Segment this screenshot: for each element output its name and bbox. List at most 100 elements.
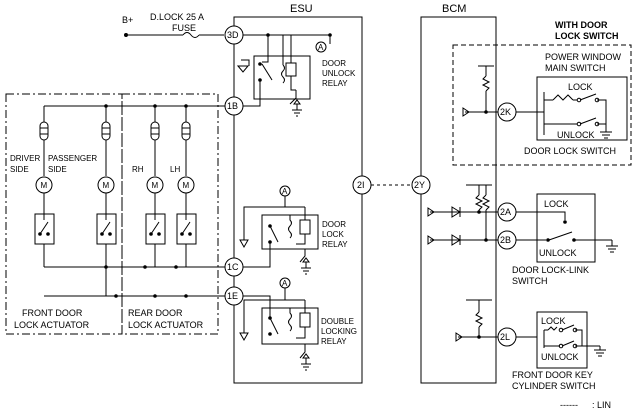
- esu-title: ESU: [290, 3, 313, 15]
- svg-text:1B: 1B: [227, 101, 238, 111]
- bcm-unit: BCM: [420, 3, 497, 384]
- svg-text:RH: RH: [132, 165, 144, 174]
- node-a-marker: A: [279, 277, 291, 289]
- fuse-label: FUSE: [172, 23, 196, 33]
- svg-text:DOOR LOCK-LINK: DOOR LOCK-LINK: [512, 265, 589, 275]
- svg-text:2A: 2A: [500, 207, 511, 217]
- door-lock-switch-box: [536, 76, 628, 141]
- door-lock-link-switch-box: [536, 193, 596, 263]
- svg-text:LOCKING: LOCKING: [321, 327, 357, 336]
- ground-symbol: [301, 358, 311, 371]
- double-locking-relay: A DOUBLE LOCKING RELAY: [239, 277, 357, 371]
- ptc-element: [181, 121, 191, 141]
- passenger-side-actuator: M: [96, 106, 117, 296]
- svg-text:1E: 1E: [227, 291, 238, 301]
- svg-text:UNLOCK: UNLOCK: [557, 130, 595, 140]
- svg-text:WITH DOOR: WITH DOOR: [555, 20, 608, 30]
- door-lock-link-switch: LOCK UNLOCK DOOR LOCK-LINK SWITCH: [427, 184, 618, 286]
- svg-text:DOUBLE: DOUBLE: [321, 317, 354, 326]
- ground-symbol: [301, 262, 311, 275]
- front-door-lock-actuator-label: FRONT DOOR: [22, 308, 83, 318]
- svg-text:1C: 1C: [227, 262, 239, 272]
- svg-text:SWITCH: SWITCH: [512, 276, 548, 286]
- fuse-symbol: [182, 32, 200, 38]
- rh-rear-actuator: M: [145, 106, 166, 267]
- front-door-key-cylinder-switch: LOCK UNLOCK FRONT DOOR KEY CYLINDER SWIT…: [455, 299, 606, 391]
- svg-text:LOCK: LOCK: [541, 316, 566, 326]
- node-a-marker: A: [279, 185, 291, 197]
- legend-lin-label: : LIN: [592, 400, 611, 410]
- esu-terminal-3d: 3D: [224, 25, 244, 45]
- actuator-labels: DRIVER SIDE PASSENGER SIDE RH LH FRONT D…: [10, 154, 204, 330]
- svg-text:SIDE: SIDE: [10, 165, 29, 174]
- svg-text:A: A: [318, 43, 324, 52]
- svg-text:LH: LH: [170, 165, 180, 174]
- svg-text:M: M: [103, 181, 110, 190]
- door-lock-switch-label: DOOR LOCK SWITCH: [524, 146, 616, 156]
- legend-lin-line: ------: [560, 400, 578, 410]
- svg-text:M: M: [183, 181, 190, 190]
- driver-side-actuator: M: [34, 106, 55, 267]
- motor-icon: M: [97, 176, 115, 194]
- door-unlock-relay-label-1: DOOR: [322, 59, 346, 68]
- motor-icon: M: [35, 176, 53, 194]
- rear-door-lock-actuator-label: REAR DOOR: [128, 308, 183, 318]
- svg-text:LOCK ACTUATOR: LOCK ACTUATOR: [128, 320, 204, 330]
- svg-text:2I: 2I: [357, 180, 365, 190]
- bcm-terminal-2l: 2L: [497, 327, 517, 347]
- svg-text:LOCK: LOCK: [544, 199, 569, 209]
- power-window-main-switch-label: POWER WINDOW: [545, 52, 621, 62]
- svg-text:CYLINDER SWITCH: CYLINDER SWITCH: [512, 381, 596, 391]
- svg-text:LOCK: LOCK: [322, 230, 344, 239]
- svg-text:3D: 3D: [227, 30, 239, 40]
- svg-text:2B: 2B: [500, 235, 511, 245]
- svg-text:LOCK: LOCK: [568, 82, 593, 92]
- svg-text:SIDE: SIDE: [48, 165, 67, 174]
- key-cylinder-switch-box: [536, 311, 588, 369]
- svg-text:PASSENGER: PASSENGER: [48, 154, 97, 163]
- bcm-terminal-2k: 2K: [497, 102, 517, 122]
- ground-symbol: [292, 109, 302, 117]
- esu-box: [233, 16, 363, 384]
- esu-terminal-2i: 2I: [352, 175, 372, 195]
- bcm-terminal-2b: 2B: [497, 230, 517, 250]
- svg-text:DRIVER: DRIVER: [10, 154, 40, 163]
- door-unlock-relay-label-2: UNLOCK: [322, 69, 356, 78]
- svg-text:M: M: [152, 181, 159, 190]
- lock-resistor: [552, 94, 574, 101]
- power-supply: B+ D.LOCK 25 A FUSE: [122, 12, 224, 38]
- ptc-element: [39, 121, 49, 141]
- actuator-group: [5, 93, 225, 335]
- ptc-element: [150, 121, 160, 141]
- svg-text:UNLOCK: UNLOCK: [539, 248, 577, 258]
- relay-contact: [261, 63, 273, 81]
- door-unlock-relay-box: [253, 55, 311, 100]
- with-door-lock-switch-box: [452, 44, 632, 166]
- motor-icon: M: [177, 176, 195, 194]
- svg-text:A: A: [282, 187, 288, 196]
- svg-text:DOOR: DOOR: [322, 220, 346, 229]
- relay-diode: [236, 65, 250, 73]
- esu-unit: ESU: [233, 3, 363, 384]
- esu-terminal-1e: 1E: [224, 286, 244, 306]
- ptc-element: [101, 121, 111, 141]
- node-a-marker: A: [315, 41, 327, 53]
- bcm-box: [420, 16, 497, 384]
- fuse-rating-label: D.LOCK 25 A: [150, 12, 204, 22]
- svg-text:UNLOCK: UNLOCK: [541, 352, 579, 362]
- esu-terminal-1c: 1C: [224, 257, 244, 277]
- svg-text:2L: 2L: [500, 332, 510, 342]
- door-lock-relay: A DOOR LOCK RELAY: [239, 185, 348, 275]
- bcm-terminal-2a: 2A: [497, 202, 517, 222]
- svg-text:LOCK ACTUATOR: LOCK ACTUATOR: [14, 320, 90, 330]
- bcm-title: BCM: [442, 3, 466, 15]
- esu-terminal-1b: 1B: [224, 96, 244, 116]
- svg-text:2K: 2K: [500, 107, 511, 117]
- with-door-lock-switch-group: WITH DOOR LOCK SWITCH POWER WINDOW MAIN …: [452, 20, 632, 166]
- svg-text:LOCK SWITCH: LOCK SWITCH: [555, 31, 619, 41]
- motor-icon: M: [146, 176, 164, 194]
- door-unlock-relay: A DOOR UNLOCK RELAY: [236, 33, 356, 117]
- svg-text:A: A: [282, 279, 288, 288]
